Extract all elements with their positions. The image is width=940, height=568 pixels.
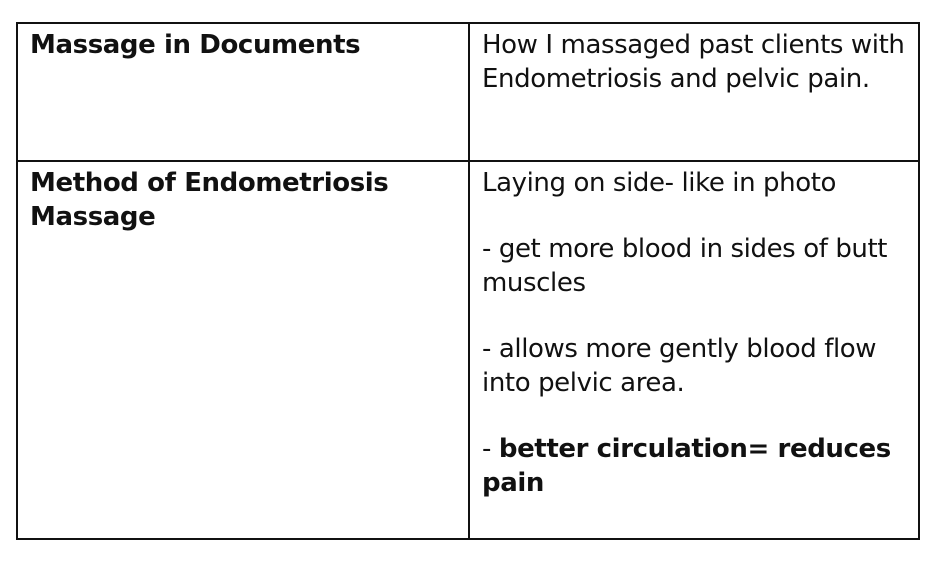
- bullet-prefix: -: [482, 434, 499, 464]
- row-label-cell: Method of Endometriosis Massage: [16, 160, 470, 540]
- row-content-cell: How I massaged past clients with Endomet…: [468, 22, 920, 162]
- method-intro: Laying on side- like in photo: [482, 168, 837, 198]
- row-label-cell: Massage in Documents: [16, 22, 470, 162]
- table-row: Method of Endometriosis Massage Laying o…: [16, 160, 920, 540]
- method-point-text-emphasis: better circulation= reduces pain: [482, 434, 891, 498]
- bullet-prefix: -: [482, 234, 499, 264]
- bullet-prefix: -: [482, 334, 499, 364]
- method-point: - allows more gently blood flow into pel…: [482, 332, 906, 400]
- row-label: Massage in Documents: [30, 30, 361, 60]
- row-content-cell: Laying on side- like in photo - get more…: [468, 160, 920, 540]
- method-point-text: get more blood in sides of butt muscles: [482, 234, 888, 298]
- row-content: How I massaged past clients with Endomet…: [482, 30, 905, 94]
- row-label: Method of Endometriosis Massage: [30, 168, 389, 232]
- table-row: Massage in Documents How I massaged past…: [16, 22, 920, 162]
- method-point-text: allows more gently blood flow into pelvi…: [482, 334, 877, 398]
- method-point: - get more blood in sides of butt muscle…: [482, 232, 906, 300]
- document-table: Massage in Documents How I massaged past…: [16, 22, 920, 540]
- method-point: - better circulation= reduces pain: [482, 432, 906, 500]
